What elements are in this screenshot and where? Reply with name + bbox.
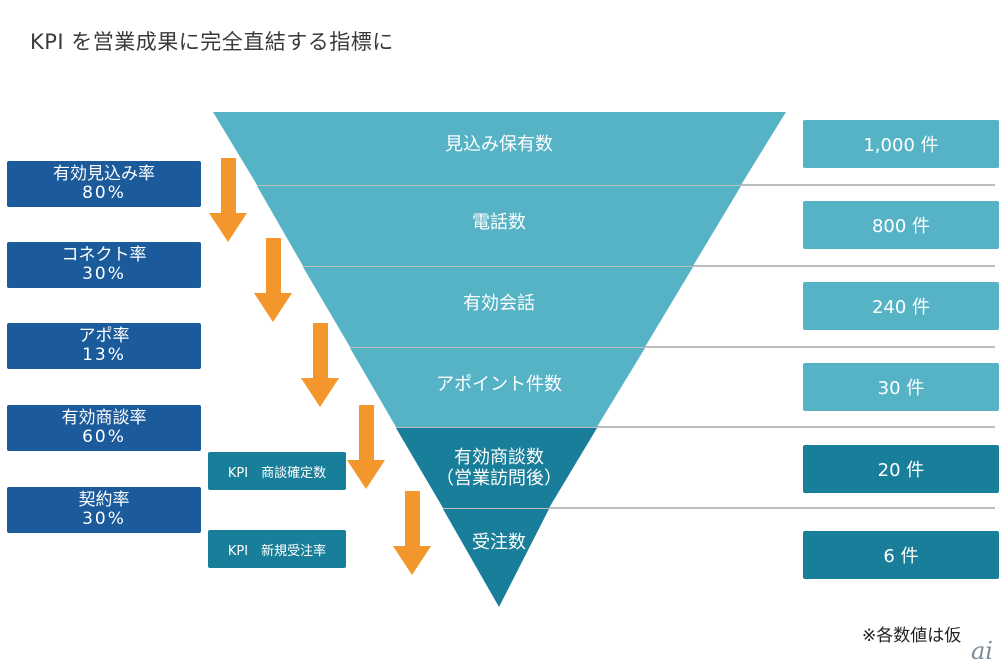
count-box-meetings: 20 件 xyxy=(803,445,999,493)
stage-label-orders: 受注数 xyxy=(379,532,619,553)
count-box-orders: 6 件 xyxy=(803,531,999,579)
rate-value: 30% xyxy=(82,264,126,284)
ai-logo: ai xyxy=(971,637,993,665)
rate-box-contract: 契約率 30% xyxy=(7,487,201,533)
footnote: ※各数値は仮 xyxy=(862,626,962,646)
stage-label-prospects: 見込み保有数 xyxy=(379,134,619,155)
page-title: KPI を営業成果に完全直結する指標に xyxy=(30,30,394,54)
count-box-conversations: 240 件 xyxy=(803,282,999,330)
funnel-stage-2 xyxy=(257,186,741,266)
funnel-stage-1 xyxy=(213,112,786,185)
count-box-appointments: 30 件 xyxy=(803,363,999,411)
rate-value: 30% xyxy=(82,509,126,529)
stage-label-text: 有効会話 xyxy=(463,293,535,314)
down-arrow-icon xyxy=(347,405,385,489)
rate-value: 60% xyxy=(82,427,126,447)
kpi-box-new-order-rate: KPI 新規受注率 xyxy=(208,530,346,568)
down-arrow-icon xyxy=(209,158,247,242)
rate-value: 80% xyxy=(82,183,126,203)
stage-sublabel-text: （営業訪問後） xyxy=(436,468,562,489)
down-arrow-icon xyxy=(254,238,292,322)
count-box-prospects: 1,000 件 xyxy=(803,120,999,168)
stage-label-appointments: アポイント件数 xyxy=(379,374,619,395)
rate-label: 契約率 xyxy=(78,490,130,510)
stage-label-text: 有効商談数 xyxy=(454,447,544,468)
stage-label-conversations: 有効会話 xyxy=(379,293,619,314)
funnel-stage-4 xyxy=(350,348,645,427)
stage-label-meetings: 有効商談数 （営業訪問後） xyxy=(379,447,619,489)
rate-label: 有効商談率 xyxy=(61,408,147,428)
stage-label-calls: 電話数 xyxy=(379,212,619,233)
stage-label-text: 受注数 xyxy=(472,532,526,553)
funnel-stage-6 xyxy=(443,509,549,607)
rate-box-valid-meeting: 有効商談率 60% xyxy=(7,405,201,451)
funnel-stage-5 xyxy=(396,428,597,508)
rate-box-appointment: アポ率 13% xyxy=(7,323,201,369)
stage-label-text: 見込み保有数 xyxy=(445,134,553,155)
rate-label: 有効見込み率 xyxy=(53,164,155,184)
stage-label-text: 電話数 xyxy=(472,212,526,233)
rate-box-connect: コネクト率 30% xyxy=(7,242,201,288)
down-arrow-icon xyxy=(393,491,431,575)
count-box-calls: 800 件 xyxy=(803,201,999,249)
stage-label-text: アポイント件数 xyxy=(436,374,562,395)
down-arrow-icon xyxy=(301,323,339,407)
rate-label: アポ率 xyxy=(78,326,130,346)
funnel-stage-3 xyxy=(303,267,693,347)
rate-label: コネクト率 xyxy=(61,245,147,265)
kpi-box-meetings-confirmed: KPI 商談確定数 xyxy=(208,452,346,490)
rate-box-valid-prospect: 有効見込み率 80% xyxy=(7,161,201,207)
rate-value: 13% xyxy=(82,345,126,365)
